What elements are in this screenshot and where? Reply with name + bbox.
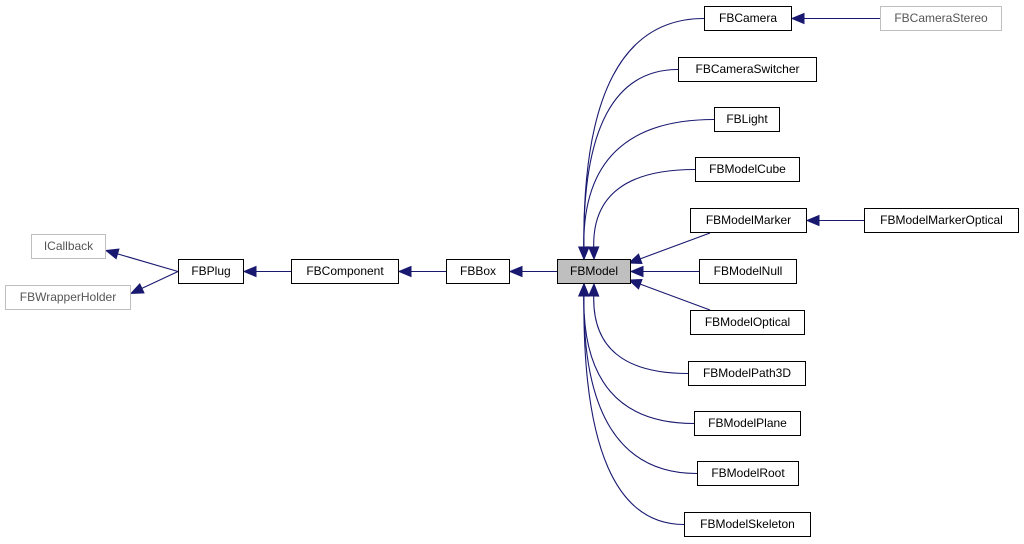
edge-line	[583, 295, 695, 425]
edge-fbmodel-to-fbbox	[508, 265, 557, 278]
node-fbcomponent[interactable]: FBComponent	[291, 259, 399, 284]
node-fbmodelplane[interactable]: FBModelPlane	[694, 411, 801, 436]
edge-fbcamera-to-fbmodel	[578, 17, 705, 261]
edge-arrowhead	[242, 265, 257, 278]
node-fbmodelnull[interactable]: FBModelNull	[699, 259, 797, 284]
edge-line	[583, 68, 679, 248]
node-fbmodelmarkeroptical[interactable]: FBModelMarkerOptical	[864, 208, 1019, 233]
edge-line	[117, 253, 179, 273]
edge-line	[593, 168, 696, 248]
edge-fblight-to-fbmodel	[578, 118, 715, 261]
node-fbmodelroot[interactable]: FBModelRoot	[697, 461, 799, 486]
node-icallback: ICallback	[31, 234, 106, 259]
edge-fbmodelmarker-to-fbmodel	[627, 232, 711, 265]
edge-arrowhead	[587, 282, 600, 297]
edge-arrowhead	[578, 246, 590, 261]
edge-fbmodelpath3d-to-fbmodel	[587, 282, 689, 375]
edge-fbcomponent-to-fbplug	[242, 265, 291, 278]
edge-fbcamerastereo-to-fbcamera	[790, 12, 880, 25]
node-fblight[interactable]: FBLight	[714, 107, 780, 132]
edge-arrowhead	[790, 12, 805, 25]
node-fbmodelpath3d[interactable]: FBModelPath3D	[688, 361, 806, 386]
edge-arrowhead	[627, 253, 643, 265]
edge-fbcameraswitcher-to-fbmodel	[578, 68, 679, 261]
edge-fbmodelskeleton-to-fbmodel	[578, 282, 685, 526]
edge-line	[141, 271, 179, 289]
edge-line	[640, 283, 711, 311]
edge-arrowhead	[805, 214, 820, 227]
edge-arrowhead	[627, 278, 643, 290]
node-fbwrapperholder: FBWrapperHolder	[5, 285, 131, 310]
edge-fbmodelroot-to-fbmodel	[578, 282, 698, 475]
edge-line	[593, 295, 689, 375]
edge-arrowhead	[508, 265, 523, 278]
edge-fbmodelplane-to-fbmodel	[578, 282, 695, 425]
edge-arrowhead	[397, 265, 412, 278]
edge-arrowhead	[629, 265, 644, 278]
node-fbbox[interactable]: FBBox	[446, 259, 510, 284]
node-fbmodel-current: FBModel	[557, 259, 631, 284]
edge-line	[583, 295, 685, 526]
edge-line	[640, 232, 711, 260]
node-fbmodelmarker[interactable]: FBModelMarker	[690, 208, 807, 233]
node-fbplug[interactable]: FBPlug	[178, 259, 244, 284]
edge-line	[583, 295, 698, 475]
node-fbcameraswitcher[interactable]: FBCameraSwitcher	[678, 57, 817, 82]
edge-fbmodeloptical-to-fbmodel	[627, 278, 711, 311]
edge-fbbox-to-fbcomponent	[397, 265, 446, 278]
edge-line	[583, 118, 715, 248]
edge-arrowhead	[129, 282, 145, 295]
node-fbmodelskeleton[interactable]: FBModelSkeleton	[684, 512, 811, 537]
node-fbcamerastereo: FBCameraStereo	[880, 6, 1002, 31]
node-fbcamera[interactable]: FBCamera	[704, 6, 792, 31]
edge-fbplug-to-icallback	[104, 248, 179, 273]
edge-fbmodelnull-to-fbmodel	[629, 265, 699, 278]
edge-fbmodelmarkeroptical-to-fbmodelmarker	[805, 214, 864, 227]
node-fbmodeloptical[interactable]: FBModelOptical	[690, 310, 805, 335]
edge-fbplug-to-fbwrapperholder	[129, 271, 179, 295]
edge-fbmodelcube-to-fbmodel	[587, 168, 696, 261]
edge-arrowhead	[104, 248, 120, 260]
edge-arrowhead	[587, 246, 600, 261]
edge-arrowhead	[578, 282, 590, 297]
node-fbmodelcube[interactable]: FBModelCube	[695, 157, 800, 182]
